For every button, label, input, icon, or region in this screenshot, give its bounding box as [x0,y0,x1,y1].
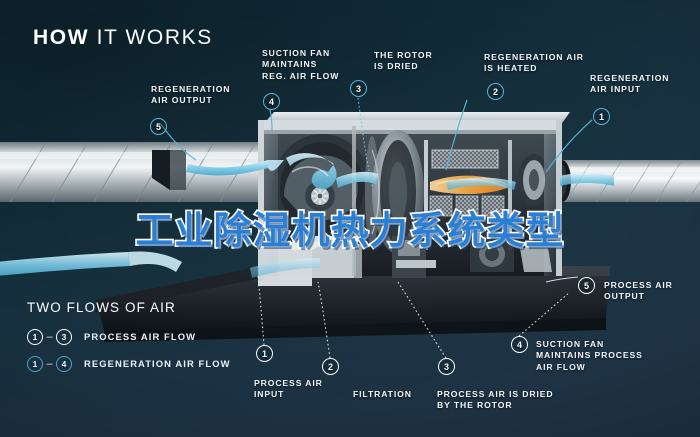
badge-process-air-dried[interactable]: 3 [438,358,455,375]
label-regeneration-air-output: REGENERATION AIR OUTPUT [151,84,231,106]
label-suction-fan-reg: SUCTION FAN MAINTAINS REG. AIR FLOW [262,48,340,81]
legend-title: TWO FLOWS OF AIR [27,300,176,315]
legend-dash: – [46,330,53,343]
badge-process-air-output[interactable]: 5 [578,277,595,294]
label-rotor-is-dried: THE ROTOR IS DRIED [374,50,433,72]
page-title: HOW IT WORKS [33,26,213,50]
badge-suction-fan-reg[interactable]: 4 [263,93,280,110]
badge-suction-fan-process[interactable]: 4 [511,336,528,353]
badge-regeneration-air-heated[interactable]: 2 [487,83,504,100]
legend-circle-to: 3 [56,328,72,345]
regeneration-fan [518,154,550,206]
badge-regeneration-air-output[interactable]: 5 [150,118,167,135]
desiccant-rotor [365,130,424,254]
label-regeneration-air-heated: REGENERATION AIR IS HEATED [484,52,584,74]
badge-regeneration-air-input[interactable]: 1 [593,108,610,125]
legend-circle-to: 4 [56,355,72,372]
page-title-light: IT WORKS [96,26,213,49]
label-process-air-output: PROCESS AIR OUTPUT [604,280,673,302]
label-process-air-dried: PROCESS AIR IS DRIED BY THE ROTOR [437,389,554,411]
legend-row-regeneration: 1 – 4 REGENERATION AIR FLOW [27,352,231,375]
chinese-headline: 工业除湿机热力系统类型 [134,207,565,254]
badge-rotor-is-dried[interactable]: 3 [350,80,367,97]
badge-process-air-input[interactable]: 1 [256,345,273,362]
legend-label-regeneration: REGENERATION AIR FLOW [84,358,231,369]
airflow-ribbons [0,153,614,278]
left-duct [0,138,299,206]
legend-row-process: 1 – 3 PROCESS AIR FLOW [27,325,231,348]
label-regeneration-air-input: REGENERATION AIR INPUT [590,73,670,95]
legend-circle-from: 1 [27,328,43,345]
legend: 1 – 3 PROCESS AIR FLOW 1 – 4 REGENERATIO… [27,325,231,379]
badge-filtration[interactable]: 2 [322,358,339,375]
label-filtration: FILTRATION [353,389,412,399]
label-process-air-input: PROCESS AIR INPUT [254,378,323,400]
legend-circle-from: 1 [27,355,43,372]
legend-label-process: PROCESS AIR FLOW [84,331,197,342]
legend-dash: – [46,357,53,370]
page-title-bold: HOW [33,26,90,49]
label-suction-fan-process: SUCTION FAN MAINTAINS PROCESS AIR FLOW [536,339,643,372]
